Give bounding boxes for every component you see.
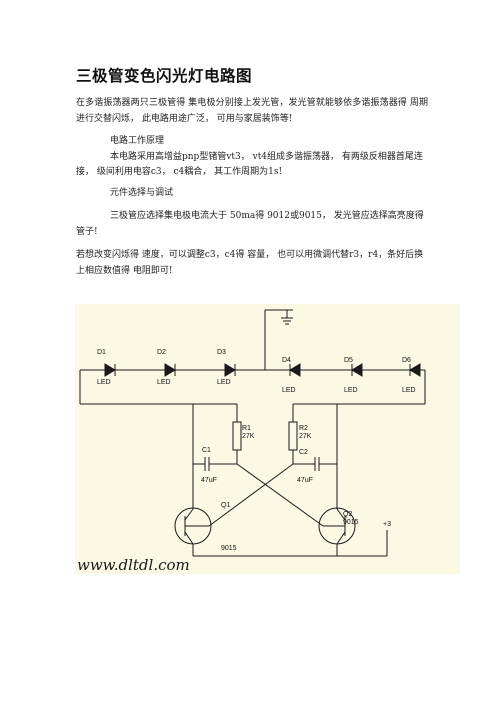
d4-label: D4: [282, 357, 291, 364]
schematic-svg: D1 D2 D3 D4 D5 D6 LED LED LED LED LED LE…: [77, 309, 426, 574]
d1-type: LED: [97, 379, 111, 386]
r2-label: R2: [299, 425, 308, 432]
working-principle-section: 电路工作原理 本电路采用高增益pnp型锗管vt3， vt4组成多谐振荡器， 有两…: [76, 134, 428, 181]
watermark: www.dltdl.com: [77, 556, 190, 574]
component-selection-text: 三极管应选择集电极电流大于 50ma得 9012或9015， 发光管应选择高亮度…: [76, 209, 428, 240]
d2-label: D2: [157, 349, 166, 356]
d3-type: LED: [217, 379, 231, 386]
adjustment-paragraph: 若想改变闪烁得 速度，可以调整c3，c4得 容量， 也可以用微调代替r3，r4，…: [76, 250, 424, 276]
d3-label: D3: [217, 349, 226, 356]
r1-label: R1: [242, 425, 251, 432]
working-principle-heading: 电路工作原理: [110, 136, 165, 146]
vcc-label: +3: [383, 521, 391, 528]
r1-value: 27K: [242, 433, 255, 440]
d6-label: D6: [402, 357, 411, 364]
d4-type: LED: [282, 387, 296, 394]
c1-label: C1: [202, 447, 211, 454]
working-principle-text: 本电路采用高增益pnp型锗管vt3， vt4组成多谐振荡器， 有两级反相器首尾连…: [76, 150, 428, 181]
component-selection-body: 三极管应选择集电极电流大于 50ma得 9012或9015， 发光管应选择高亮度…: [76, 211, 424, 237]
circuit-schematic: D1 D2 D3 D4 D5 D6 LED LED LED LED LED LE…: [75, 304, 460, 574]
q2-part: 9015: [343, 519, 359, 526]
q2-label: Q2: [343, 511, 352, 518]
q1-label: Q1: [221, 502, 230, 509]
c2-label: C2: [299, 449, 308, 456]
d2-type: LED: [157, 379, 171, 386]
component-selection-heading: 元件选择与调试: [110, 188, 174, 198]
working-principle-body: 本电路采用高增益pnp型锗管vt3， vt4组成多谐振荡器， 有两级反相器首尾连…: [76, 151, 423, 178]
d5-label: D5: [344, 357, 353, 364]
c2-value: 47uF: [297, 477, 313, 484]
d5-type: LED: [344, 387, 358, 394]
intro-paragraph: 在多谐振荡器两只三极管得 集电极分别接上发光管，发光管就能够依多谐振荡器得 周期…: [76, 98, 428, 124]
q1-part: 9015: [221, 545, 237, 552]
c1-value: 47uF: [201, 477, 217, 484]
d1-label: D1: [97, 349, 106, 356]
d6-type: LED: [402, 387, 416, 394]
r2-value: 27K: [299, 433, 312, 440]
page-title: 三极管变色闪光灯电路图: [76, 67, 253, 85]
